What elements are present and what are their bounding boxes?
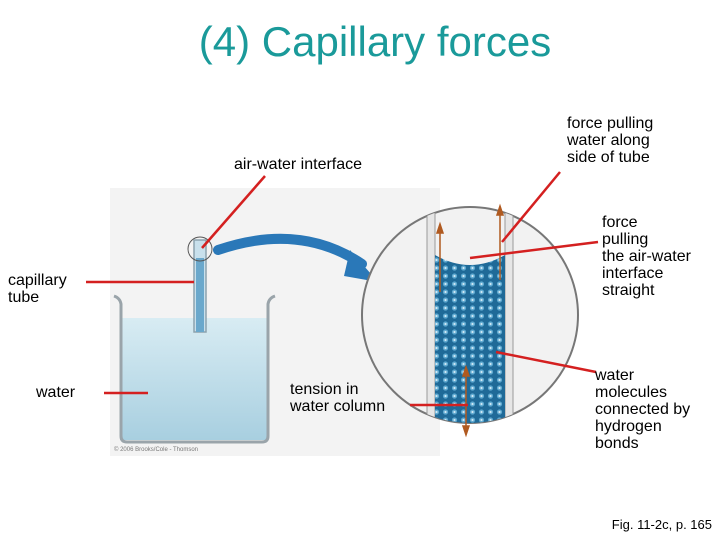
label-force-interface: force pulling the air-water interface st… [602,214,691,299]
slide-title: (4) Capillary forces [198,18,552,65]
water-column [435,255,505,423]
label-air-water-interface: air-water interface [234,156,363,173]
leader-lines [86,171,599,407]
interface-highlight-circle [187,236,213,262]
label-molecules: water molecules connected by hydrogen bo… [595,367,691,452]
tube-water [196,258,204,332]
magnified-tube-wall-left [426,207,436,423]
copyright-credit: © 2006 Brooks/Cole - Thomson [114,447,199,453]
figure-reference: Fig. 11-2c, p. 165 [611,517,712,532]
label-capillary-tube: capillary tube [8,272,67,306]
label-force-side: force pulling water along side of tube [567,115,654,166]
label-water: water [36,384,76,401]
magnify-arrow [213,233,367,269]
force-arrows [435,203,505,438]
beaker [113,294,276,444]
beaker-water [120,318,268,440]
label-tension: tension in water column [290,381,386,415]
